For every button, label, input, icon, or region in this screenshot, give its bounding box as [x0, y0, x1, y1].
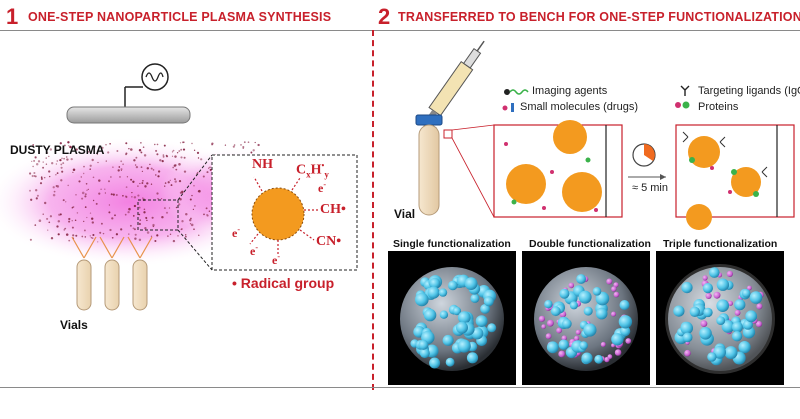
- particle-render-double: [534, 267, 638, 371]
- nanoparticle: [251, 187, 305, 241]
- particle-jets: [71, 236, 153, 259]
- timer-label: ≈ 5 min: [632, 182, 668, 194]
- electrode: [66, 106, 191, 124]
- vial-label: Vial: [394, 207, 416, 221]
- electron-4: e-: [250, 243, 258, 258]
- functionalization-illustration: [415, 40, 795, 230]
- electron-3: e-: [272, 252, 280, 267]
- vial-cap: [415, 114, 443, 126]
- panel-title-single: Single functionalization: [393, 238, 511, 250]
- vials-label: Vials: [60, 318, 88, 332]
- vials-group: [76, 259, 148, 311]
- proteins-icon: [675, 101, 690, 109]
- chem-cxhy: CxH•y: [296, 161, 329, 179]
- chem-cxhy-h: H: [310, 162, 322, 178]
- panel-title-triple: Triple functionalization: [663, 238, 778, 250]
- legend-imaging-agents: Imaging agents: [532, 85, 608, 97]
- legend-proteins: Proteins: [698, 101, 739, 113]
- panel-single-functionalization: [388, 251, 516, 385]
- electron-1: e-: [318, 180, 326, 195]
- chem-nh: NH: [252, 157, 273, 172]
- bottom-divider: [0, 387, 800, 388]
- electron-2: e-: [232, 225, 240, 240]
- panel-double-functionalization: [522, 251, 650, 385]
- particle-render-single: [400, 267, 504, 371]
- panel-triple-functionalization: [656, 251, 784, 385]
- step-1-number: 1: [6, 4, 19, 29]
- chem-ch: CH•: [320, 202, 346, 217]
- small-molecules-icon: [502, 103, 514, 112]
- section-divider: [372, 30, 374, 390]
- top-divider: [0, 30, 800, 31]
- imaging-agents-icon: [504, 89, 529, 95]
- legend-small-molecules: Small molecules (drugs): [520, 101, 638, 113]
- panel-title-double: Double functionalization: [529, 238, 651, 250]
- step-2-number: 2: [378, 4, 391, 29]
- zoom-source-box: [137, 199, 179, 231]
- chem-cxhy-dot: •: [321, 161, 325, 170]
- chem-cn: CN•: [316, 234, 342, 249]
- step-1-title: ONE-STEP NANOPARTICLE PLASMA SYNTHESIS: [28, 10, 332, 24]
- chem-cxhy-x: x: [306, 169, 311, 180]
- timer-icon: [628, 143, 666, 180]
- step-2-title: TRANSFERRED TO BENCH FOR ONE-STEP FUNCTI…: [398, 10, 800, 24]
- chem-cxhy-y: y: [324, 169, 329, 180]
- plasma-synthesis-illustration: [0, 63, 358, 311]
- dusty-plasma-label: DUSTY PLASMA: [10, 143, 105, 157]
- radical-group-label: • Radical group: [232, 275, 335, 291]
- particle-render-triple: [665, 264, 775, 374]
- chem-cxhy-c: C: [296, 162, 307, 178]
- targeting-ligand-icon: [680, 85, 690, 96]
- ac-source-icon: [124, 63, 169, 107]
- vial: [418, 124, 440, 216]
- legend-targeting-ligands: Targeting ligands (IgG): [698, 85, 800, 97]
